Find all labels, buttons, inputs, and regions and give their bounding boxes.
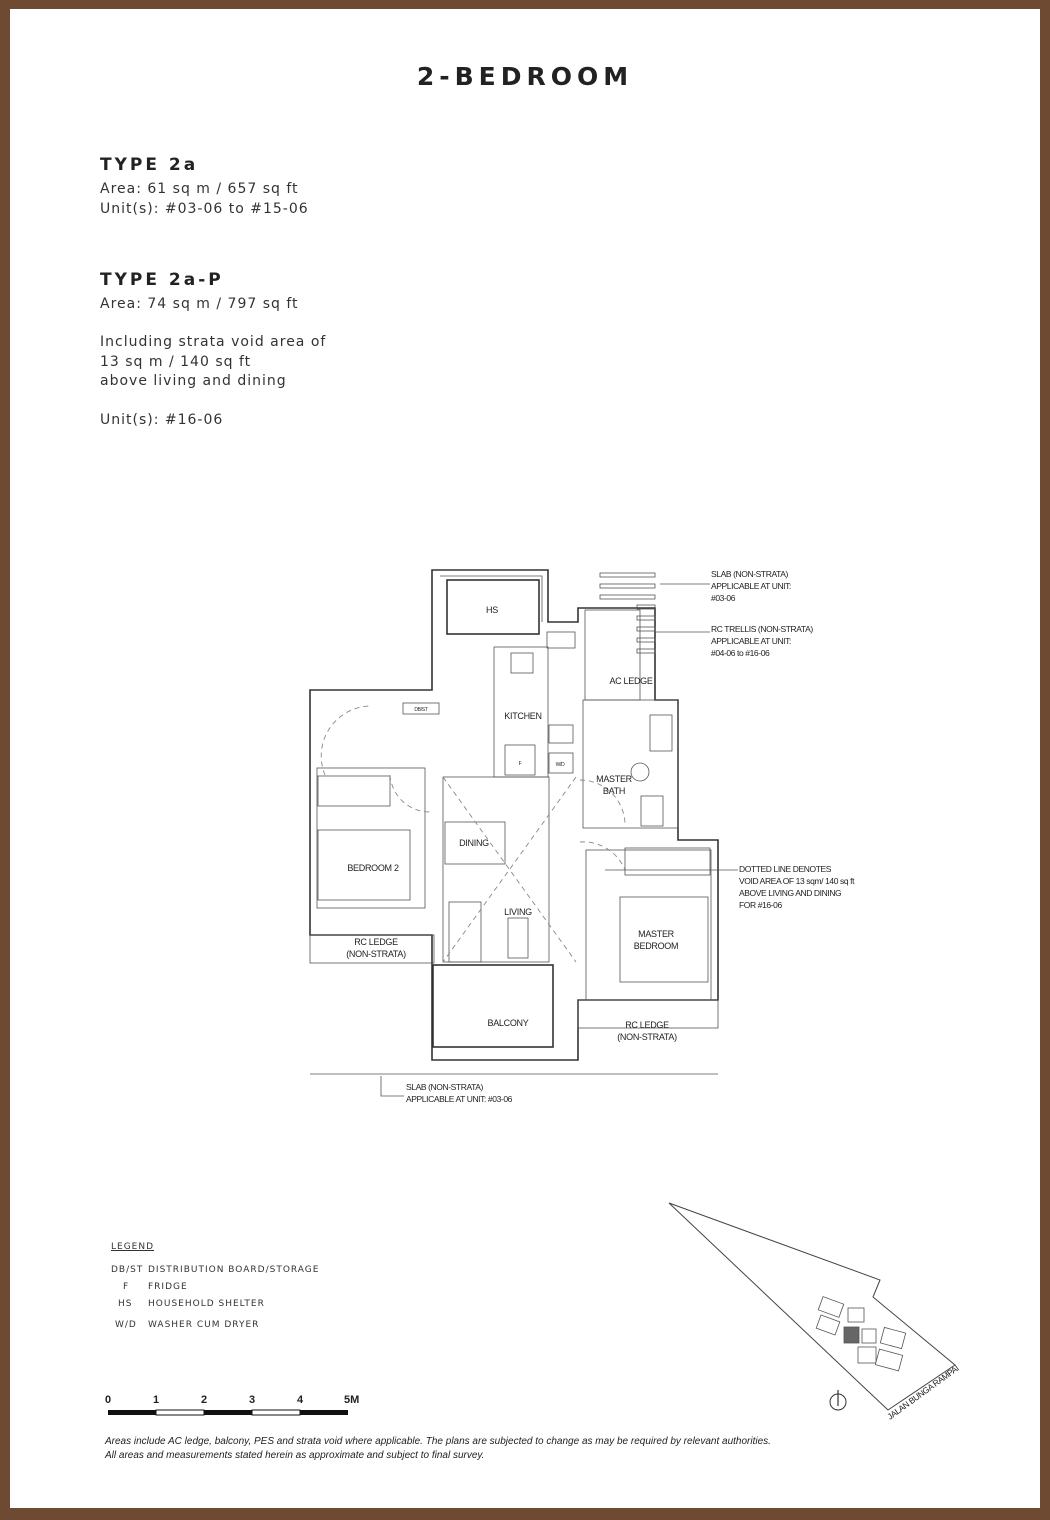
disclaimer-line: All areas and measurements stated herein…: [105, 1450, 485, 1461]
note-void: FOR #16-06: [739, 900, 782, 910]
label-bedroom-2: BEDROOM 2: [347, 863, 399, 873]
balcony-area: [432, 964, 554, 1048]
note-trellis: RC TRELLIS (NON-STRATA): [711, 624, 813, 634]
living-dining-room: [442, 776, 550, 963]
label-fridge: F: [519, 761, 522, 767]
type-2a-p-area: Area: 74 sq m / 797 sq ft: [100, 296, 299, 312]
label-balcony: BALCONY: [488, 1018, 529, 1028]
legend-code: DB/ST: [111, 1265, 144, 1275]
sink: [510, 652, 534, 674]
note-void: DOTTED LINE DENOTES: [739, 864, 832, 874]
type-2a-area: Area: 61 sq m / 657 sq ft: [100, 181, 299, 197]
household-shelter: [446, 579, 540, 635]
legend-code: HS: [118, 1299, 133, 1309]
label-dbst: DB/ST: [414, 707, 427, 713]
label-master-bedroom: MASTER: [638, 929, 675, 939]
site-plan: JALAN BUNGA RAMPAI: [668, 1202, 961, 1422]
label-rc-ledge-right: RC LEDGE: [625, 1020, 669, 1030]
door-swing: [579, 841, 626, 871]
note-slab-top: APPLICABLE AT UNIT:: [711, 581, 791, 591]
label-master-bedroom: BEDROOM: [634, 941, 678, 951]
door-swing: [320, 705, 371, 776]
label-rc-ledge-left: (NON-STRATA): [346, 949, 406, 959]
scale-tick: 1: [153, 1394, 160, 1406]
wall-inner: [440, 575, 543, 622]
sofa: [448, 901, 482, 963]
basin: [640, 795, 664, 827]
label-master-bath: MASTER: [596, 774, 633, 784]
outer-wall: [309, 569, 719, 1061]
label-hs: HS: [486, 605, 498, 615]
ac-ledge: [584, 609, 641, 701]
label-wd: W/D: [556, 762, 566, 768]
legend-code: F: [123, 1282, 130, 1292]
label-ac-ledge: AC LEDGE: [609, 676, 652, 686]
master-bed: [619, 896, 709, 983]
note-trellis: APPLICABLE AT UNIT:: [711, 636, 791, 646]
legend-code: W/D: [115, 1320, 137, 1330]
legend-desc: HOUSEHOLD SHELTER: [148, 1299, 265, 1309]
legend-heading: LEGEND: [111, 1242, 155, 1252]
note-void: VOID AREA OF 13 sqm/ 140 sq ft: [739, 876, 855, 886]
label-rc-ledge-left: RC LEDGE: [354, 937, 398, 947]
leader-line: [380, 1076, 404, 1097]
label-master-bath: BATH: [603, 786, 625, 796]
road-label: JALAN BUNGA RAMPAI: [885, 1363, 960, 1421]
washer-dryer: [548, 752, 574, 774]
type-2a-p-title: TYPE 2a-P: [100, 270, 224, 290]
toilet: [630, 762, 650, 782]
north-arrow-icon: [829, 1390, 847, 1411]
master-bath-room: [582, 699, 679, 829]
label-dining: DINING: [459, 838, 489, 848]
coffee-table: [507, 917, 529, 959]
rc-ledge-left: [309, 934, 435, 964]
page: [10, 9, 1040, 1508]
scale-tick: 2: [201, 1394, 208, 1406]
rc-trellis: [599, 572, 656, 654]
type-2a-p-units: Unit(s): #16-06: [100, 412, 224, 428]
type-2a-p-void-3: above living and dining: [100, 373, 287, 389]
bed: [317, 829, 411, 901]
type-2a-p-void-1: Including strata void area of: [100, 334, 327, 350]
rc-ledge-right: [577, 999, 719, 1029]
type-2a-p-void-2: 13 sq m / 140 sq ft: [100, 354, 252, 370]
wardrobe: [317, 775, 391, 807]
note-void: ABOVE LIVING AND DINING: [739, 888, 841, 898]
shower: [649, 714, 673, 752]
note-slab-bottom: SLAB (NON-STRATA): [406, 1082, 484, 1092]
note-slab-top: #03-06: [711, 593, 736, 603]
bedroom-2-room: [316, 767, 426, 909]
legend-desc: FRIDGE: [148, 1282, 188, 1292]
label-kitchen: KITCHEN: [504, 711, 541, 721]
note-slab-top: SLAB (NON-STRATA): [711, 569, 789, 579]
scale-tick: 4: [297, 1394, 304, 1406]
type-2a-units: Unit(s): #03-06 to #15-06: [100, 201, 309, 217]
scale-tick: 3: [249, 1394, 256, 1406]
legend-desc: WASHER CUM DRYER: [148, 1320, 260, 1330]
type-2a-title: TYPE 2a: [100, 155, 199, 175]
note-slab-bottom: APPLICABLE AT UNIT: #03-06: [406, 1094, 513, 1104]
ac-unit: [546, 631, 576, 649]
master-wardrobe: [624, 847, 711, 876]
scale-tick: 5M: [344, 1394, 360, 1406]
scale-tick: 0: [105, 1394, 112, 1406]
void-area-dotted-line: [442, 776, 577, 963]
hob: [548, 724, 574, 744]
note-trellis: #04-06 to #16-06: [711, 648, 770, 658]
dbst-box: [402, 702, 440, 715]
door-swing: [389, 774, 431, 813]
scale-bar: [108, 1409, 348, 1416]
legend-desc: DISTRIBUTION BOARD/STORAGE: [148, 1265, 320, 1275]
master-bedroom-room: [585, 849, 712, 1001]
label-living: LIVING: [504, 907, 532, 917]
disclaimer-line: Areas include AC ledge, balcony, PES and…: [105, 1436, 771, 1447]
page-title: 2-BEDROOM: [416, 62, 634, 91]
fridge: [504, 744, 536, 776]
label-rc-ledge-right: (NON-STRATA): [617, 1032, 677, 1042]
